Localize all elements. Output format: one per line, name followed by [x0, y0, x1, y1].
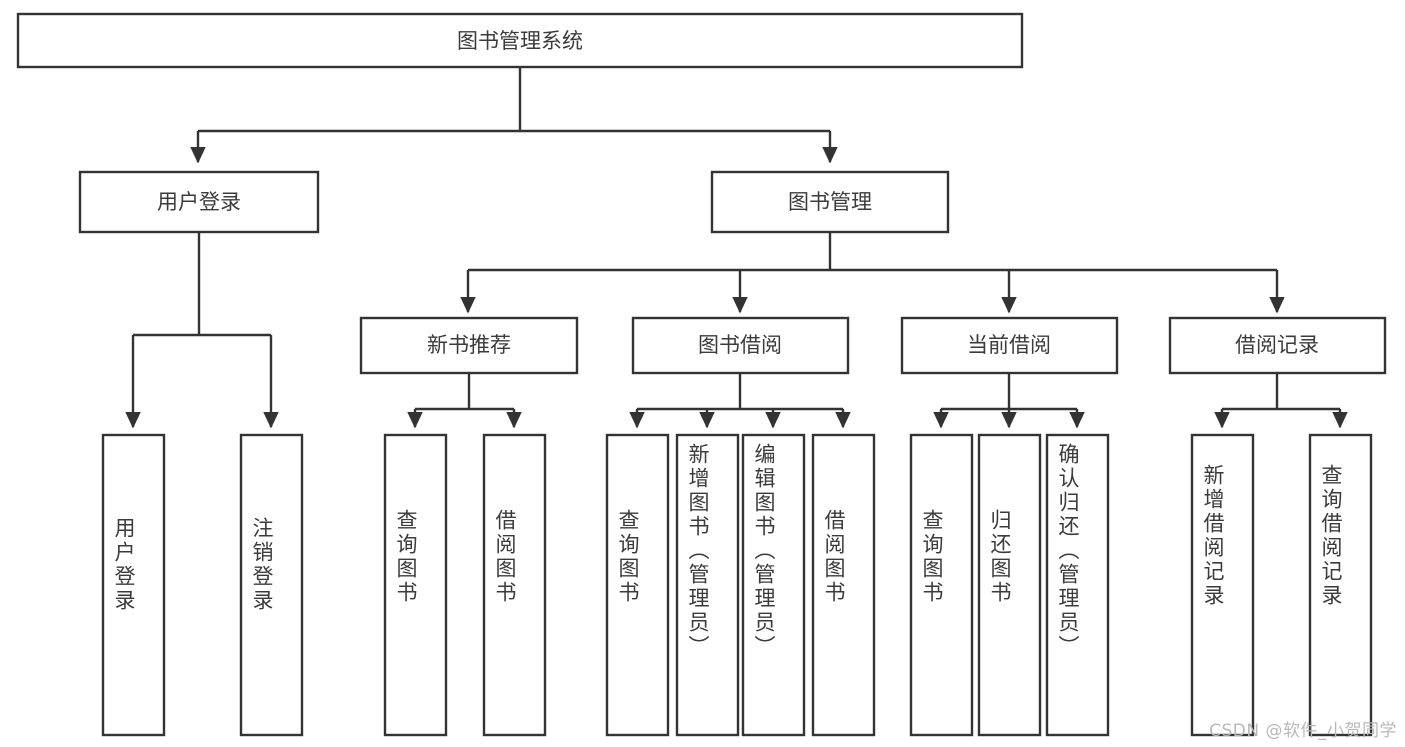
node-box-leaf-edit-book[interactable] — [741, 433, 806, 737]
node-box-new-book-recommend[interactable] — [359, 316, 579, 375]
node-box-leaf-borrow-book-2[interactable] — [811, 433, 876, 737]
node-label-borrow-record: 借阅记录 — [1235, 333, 1319, 357]
node-box-leaf-query-record[interactable] — [1308, 433, 1373, 737]
node-box-leaf-return-book[interactable] — [977, 433, 1042, 737]
node-box-book-borrow[interactable] — [631, 316, 850, 375]
node-box-leaf-logout-login[interactable] — [239, 433, 304, 737]
node-label-book-borrow: 图书借阅 — [698, 333, 782, 357]
node-box-leaf-borrow-book-1[interactable] — [482, 433, 547, 737]
node-box-book-management[interactable] — [710, 170, 950, 234]
node-box-leaf-query-book-2[interactable] — [605, 433, 670, 737]
node-box-leaf-add-record[interactable] — [1190, 433, 1255, 737]
node-label-root: 图书管理系统 — [457, 29, 583, 53]
node-label-current-borrow: 当前借阅 — [967, 333, 1051, 357]
node-box-current-borrow[interactable] — [900, 316, 1119, 375]
node-box-leaf-user-login[interactable] — [101, 433, 166, 737]
node-label-user-login: 用户登录 — [157, 190, 241, 214]
node-box-leaf-query-book-1[interactable] — [383, 433, 448, 737]
node-box-leaf-add-book[interactable] — [675, 433, 740, 737]
node-box-leaf-query-book-3[interactable] — [909, 433, 974, 737]
node-label-book-management: 图书管理 — [788, 190, 872, 214]
node-box-root[interactable] — [16, 12, 1024, 69]
node-box-leaf-confirm-return[interactable] — [1045, 433, 1110, 737]
watermark-text: CSDN @软件_小贺同学 — [1209, 721, 1397, 741]
node-label-new-book-recommend: 新书推荐 — [427, 333, 511, 357]
node-box-borrow-record[interactable] — [1168, 316, 1387, 375]
